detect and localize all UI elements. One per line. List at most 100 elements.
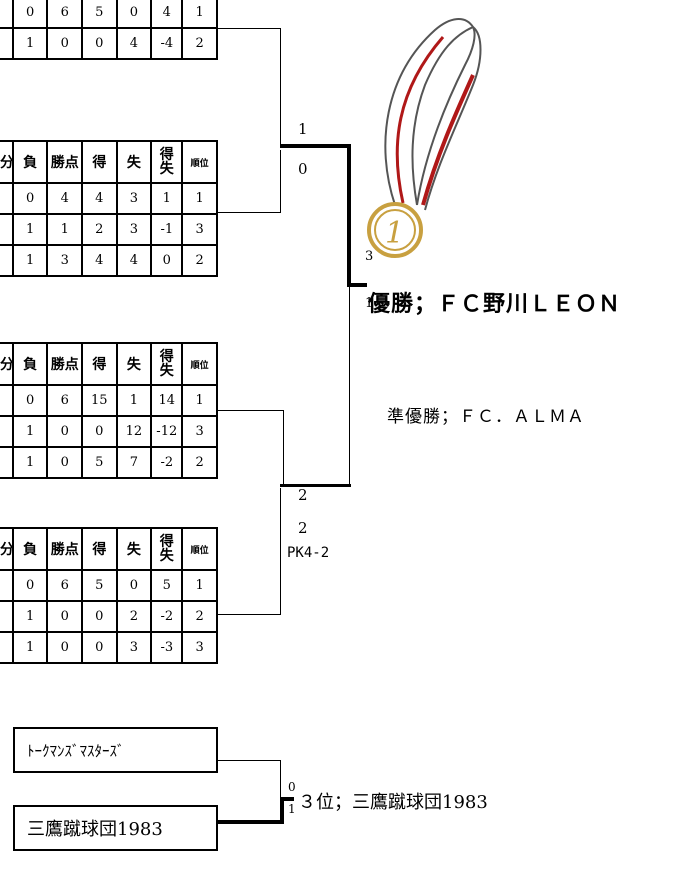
table-cell (0, 446, 14, 479)
table-cell: 1 (11, 631, 49, 664)
table-cell: 3 (115, 182, 153, 215)
table-cell: 0 (11, 182, 49, 215)
table-cell (0, 600, 14, 633)
final-top-score: 3 (365, 249, 374, 264)
table-cell: 6 (46, 569, 84, 602)
bracket-line (280, 150, 281, 213)
bracket-line (218, 614, 280, 615)
sf2-top-score: 2 (298, 486, 308, 504)
table-cell: 4 (46, 182, 84, 215)
table-cell: 0 (150, 244, 184, 277)
table-cell: 1 (11, 446, 49, 479)
bracket-line-winner (280, 797, 294, 801)
table-cell (0, 0, 14, 29)
table-cell (0, 27, 14, 60)
bracket-line (218, 212, 280, 213)
table-header-cell: 得失 (150, 140, 184, 184)
table-cell: 7 (115, 446, 153, 479)
table-cell: 2 (181, 600, 218, 633)
table-header-cell: 得 (81, 527, 118, 571)
table-cell: 2 (115, 600, 153, 633)
bracket-line-winner (347, 283, 367, 287)
table-cell: 0 (11, 384, 49, 417)
table-header-row: 分負勝点得失得失順位 (0, 140, 218, 184)
table-header-cell: 得 (81, 140, 118, 184)
table-cell: 1 (11, 415, 49, 448)
table-cell: 5 (81, 569, 118, 602)
table-cell: 1 (115, 384, 153, 417)
table-cell: 4 (115, 27, 153, 60)
table-cell: 0 (46, 446, 84, 479)
table-cell: 5 (81, 0, 118, 29)
sf2-bottom-score: 2 (298, 519, 308, 537)
table-header-cell: 得 (81, 342, 118, 386)
bracket-line-winner (280, 144, 350, 148)
table-cell: 14 (150, 384, 184, 417)
table-cell: 0 (11, 569, 49, 602)
table-cell: 0 (46, 600, 84, 633)
table-cell: 12 (115, 415, 153, 448)
table-header-cell: 失 (115, 342, 153, 386)
bracket-line-winner (280, 798, 284, 824)
table-cell: 0 (115, 0, 153, 29)
bracket-line-winner (280, 484, 351, 487)
medal-icon: 1 (367, 18, 482, 258)
table-cell: 1 (11, 244, 49, 277)
table-header-cell: 分 (0, 140, 14, 184)
table-header-cell: 得失 (150, 527, 184, 571)
table-cell: -2 (150, 600, 184, 633)
table-cell: 4 (150, 0, 184, 29)
table-cell: -12 (150, 415, 184, 448)
third-top-score: 0 (288, 780, 296, 794)
runner-up-label: 準優勝；ＦＣ．ＡＬＭＡ (387, 407, 585, 427)
table-cell (0, 569, 14, 602)
table-cell (0, 182, 14, 215)
table-cell: 1 (11, 27, 49, 60)
table-header-cell: 順位 (181, 140, 218, 184)
table-header-row: 分負勝点得失得失順位 (0, 527, 218, 571)
table-cell: -4 (150, 27, 184, 60)
table-cell: 1 (11, 213, 49, 246)
table-header-cell: 勝点 (46, 527, 84, 571)
table-cell: 1 (181, 182, 218, 215)
table-cell: 2 (181, 27, 218, 60)
table-cell: -3 (150, 631, 184, 664)
table-cell: 3 (181, 213, 218, 246)
table-cell: 3 (115, 213, 153, 246)
table-header-cell: 負 (11, 527, 49, 571)
table-cell: 0 (46, 415, 84, 448)
table-cell: 1 (181, 384, 218, 417)
bracket-line (349, 287, 350, 487)
table-cell: -1 (150, 213, 184, 246)
table-cell: 0 (81, 631, 118, 664)
table-cell: 1 (181, 0, 218, 29)
table-cell: 2 (181, 446, 218, 479)
table-cell: 0 (81, 27, 118, 60)
table-header-cell: 勝点 (46, 140, 84, 184)
table-header-cell: 失 (115, 527, 153, 571)
third-place-team-1: ﾄｰｸﾏﾝｽﾞﾏｽﾀｰｽﾞ (13, 727, 218, 773)
table-cell: 5 (150, 569, 184, 602)
table-cell: 3 (46, 244, 84, 277)
table-cell: 1 (11, 600, 49, 633)
table-cell: 0 (115, 569, 153, 602)
bracket-line (280, 760, 281, 802)
bracket-line-winner (347, 144, 351, 286)
table-cell: 15 (81, 384, 118, 417)
table-cell (0, 631, 14, 664)
table-header-cell: 得失 (150, 342, 184, 386)
table-cell: 5 (81, 446, 118, 479)
table-cell: 0 (81, 415, 118, 448)
table-header-cell: 分 (0, 527, 14, 571)
table-cell: 0 (46, 27, 84, 60)
